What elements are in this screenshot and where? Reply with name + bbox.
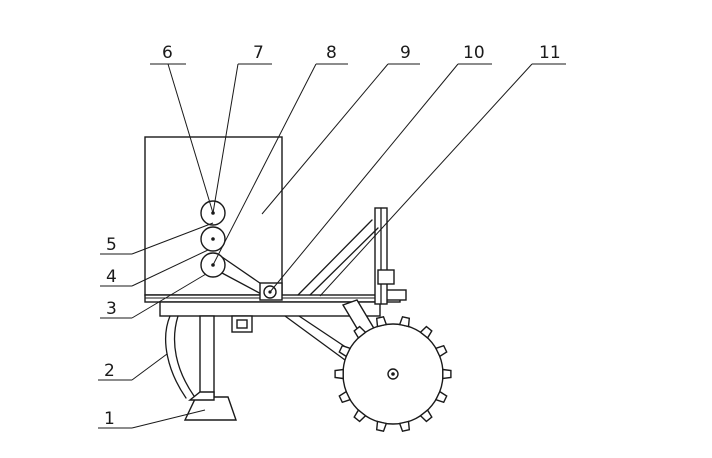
label-8: 8 [326, 43, 337, 63]
wheel-spike [338, 390, 352, 404]
label-7: 7 [253, 43, 264, 63]
label-6: 6 [162, 43, 173, 63]
wheel-spike [398, 420, 411, 433]
seed-tube [164, 315, 195, 399]
label-4: 4 [106, 267, 117, 287]
wheel-spike [353, 409, 367, 423]
part-labels: 6 7 8 9 10 11 5 4 3 2 1 [104, 43, 561, 429]
furrow-opener-shoe [183, 391, 237, 421]
label-10: 10 [463, 43, 485, 63]
wheel-spike [442, 368, 452, 380]
wheel-spike [419, 325, 433, 339]
wheel-spike [334, 368, 344, 380]
upright-bracket [297, 207, 395, 305]
label-9: 9 [400, 43, 411, 63]
wheel-spike [434, 344, 448, 358]
label-3: 3 [106, 299, 117, 319]
wheel-spike [338, 344, 352, 358]
opener-stem [199, 315, 215, 397]
wheel-spike [375, 315, 388, 328]
label-5: 5 [106, 235, 117, 255]
wheel-spike [375, 420, 388, 433]
wheel-spike [398, 315, 411, 328]
ground-wheel [334, 315, 452, 433]
label-2: 2 [104, 361, 115, 381]
label-11: 11 [539, 43, 561, 63]
leader-lines [98, 63, 566, 429]
wheel-spike [353, 325, 367, 339]
label-1: 1 [104, 409, 115, 429]
roller-middle [200, 226, 226, 252]
wheel-spike [419, 409, 433, 423]
wheel-spike [434, 390, 448, 404]
